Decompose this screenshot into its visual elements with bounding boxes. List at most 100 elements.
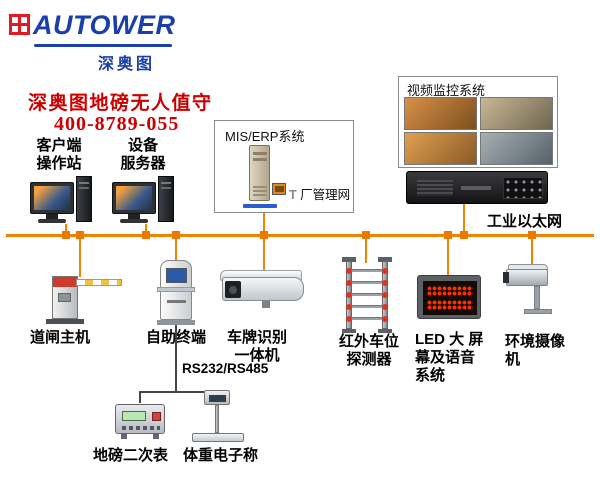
envcam-lens	[503, 272, 509, 283]
pc-base	[120, 219, 148, 223]
envcam-body	[506, 269, 548, 286]
factory-net-label: T 厂管理网	[289, 184, 350, 203]
ir-foot	[342, 329, 356, 333]
drop-line-infrared	[365, 237, 367, 263]
server-label-line1: 设备	[127, 137, 158, 154]
drop-line-envcam	[531, 237, 533, 265]
bus-connector	[444, 231, 452, 239]
pc-tower-slot	[161, 187, 171, 189]
dvr-logo-strip	[461, 186, 491, 190]
kiosk-screen	[166, 268, 187, 283]
pc-tower-slot	[161, 182, 171, 184]
page-title: 深奥图地磅无人值守	[28, 93, 213, 114]
pc-tower	[76, 176, 92, 222]
mini-monitor-icon	[272, 183, 286, 195]
ir-rung	[351, 269, 383, 272]
camera-thumbnail-1	[404, 97, 477, 130]
dvr-button-panel	[503, 177, 543, 199]
pc-screen	[34, 186, 70, 210]
led-text-row	[427, 300, 473, 310]
scale-icon	[190, 390, 246, 446]
video-monitor-box: 视频监控系统	[398, 76, 558, 168]
bus-connector	[460, 231, 468, 239]
lpr-lens	[229, 286, 237, 294]
led-screen-icon	[417, 275, 481, 319]
brand-name: AUTOWER	[33, 10, 176, 40]
client-station-label: 客户端 操作站	[24, 137, 94, 173]
server-tower-vent	[253, 186, 267, 196]
envcam-foot	[524, 309, 552, 314]
barrier-cabinet-panel	[58, 293, 71, 302]
barrier-gate-icon	[44, 276, 126, 326]
drop-line-dvr	[463, 204, 465, 234]
bus-connector	[62, 231, 70, 239]
drop-line-mis	[263, 213, 265, 234]
ir-rung	[351, 293, 383, 296]
ir-foot	[378, 329, 392, 333]
pc-tower-slot	[79, 187, 89, 189]
indicator-foot	[121, 434, 127, 439]
pc-screen	[116, 186, 152, 210]
scale-display	[209, 395, 226, 402]
barrier-label: 道闸主机	[30, 329, 91, 346]
indicator-box	[115, 404, 165, 434]
indicator-keys	[122, 426, 160, 430]
indicator-foot	[153, 434, 159, 439]
pc-monitor	[112, 182, 156, 214]
logo-mark-dot	[21, 26, 27, 32]
drop-line-kiosk	[175, 237, 177, 262]
server-tower-slot	[253, 158, 267, 161]
brand-name-cn: 深奥图	[98, 56, 156, 73]
video-monitor-title: 视频监控系统	[407, 83, 486, 98]
drop-line-lpr	[263, 237, 265, 274]
ethernet-bus-line	[6, 234, 594, 237]
ir-rung	[351, 281, 383, 284]
pc-monitor	[30, 182, 74, 214]
bus-connector	[142, 231, 150, 239]
lpr-label: 车牌识别 一体机	[222, 329, 292, 365]
scale-pole	[215, 405, 219, 433]
scale-platform	[192, 433, 244, 442]
factory-net-text: 厂管理网	[300, 188, 351, 202]
lpr-label-line1: 车牌识别	[226, 329, 287, 346]
logo-mark-dot	[12, 26, 18, 32]
lpr-label-line2: 一体机	[234, 347, 280, 364]
ir-rung	[351, 305, 383, 308]
mini-monitor-screen	[275, 186, 284, 192]
barrier-base	[46, 319, 84, 324]
bus-connector	[172, 231, 180, 239]
serial-wire-vertical	[175, 325, 177, 392]
drop-line-led	[447, 237, 449, 276]
lpr-camera-icon	[220, 270, 312, 312]
infrared-label-line1: 红外车位	[338, 333, 399, 350]
scale-head	[204, 390, 230, 405]
client-station-icon	[30, 174, 96, 226]
logo: AUTOWER 深奥图	[8, 10, 183, 76]
barrier-arm	[76, 279, 122, 286]
barrier-cabinet-top	[53, 277, 77, 287]
dvr-vent	[417, 180, 453, 196]
bus-connector	[260, 231, 268, 239]
lpr-body	[222, 277, 304, 301]
drop-line-barrier	[79, 237, 81, 277]
logo-mark-dot	[12, 17, 18, 23]
camera-thumbnail-3	[404, 132, 477, 165]
env-camera-label: 环境摄像 机	[505, 333, 565, 369]
env-camera-icon	[502, 263, 562, 323]
server-tower-slot	[253, 152, 267, 155]
ir-cap	[378, 257, 392, 262]
pc-stand	[46, 214, 58, 219]
envcam-bracket	[534, 286, 540, 309]
pc-tower-slot	[79, 182, 89, 184]
serial-wire-horizontal	[139, 391, 217, 393]
env-camera-label-line1: 环境摄像	[505, 333, 566, 350]
ir-sensor-dots-right	[381, 267, 389, 325]
pc-tower	[158, 176, 174, 222]
client-station-label-line1: 客户端	[36, 137, 82, 154]
pc-stand	[128, 214, 140, 219]
kiosk-base	[157, 320, 195, 325]
kiosk-slot	[167, 300, 186, 303]
infrared-detector-icon	[342, 257, 392, 333]
client-station-label-line2: 操作站	[36, 155, 82, 172]
